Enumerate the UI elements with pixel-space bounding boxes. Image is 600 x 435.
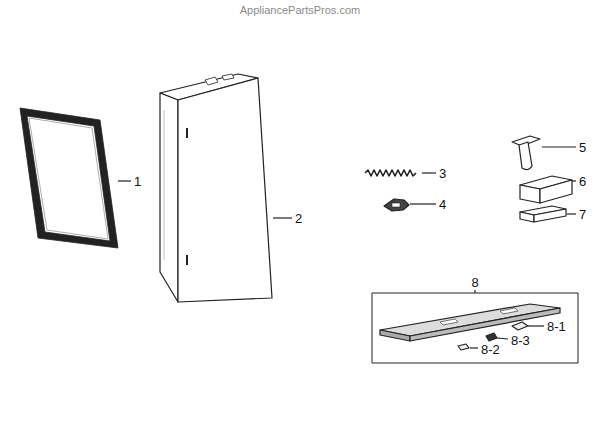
door-panel xyxy=(160,74,272,302)
leader-line xyxy=(542,146,576,147)
spring xyxy=(365,170,416,176)
bracket-part xyxy=(512,322,528,330)
clip xyxy=(384,199,409,211)
leader-line xyxy=(528,325,544,326)
callout-number: 8-1 xyxy=(547,319,566,334)
callout-number: 6 xyxy=(579,174,586,189)
leader-line xyxy=(273,217,292,218)
door-gasket xyxy=(20,108,118,248)
callout-number: 1 xyxy=(134,174,141,189)
leader-line xyxy=(572,180,576,181)
leader-line xyxy=(474,290,475,293)
callout-number: 3 xyxy=(439,166,446,181)
washer-part xyxy=(458,344,469,350)
leader-line xyxy=(497,338,508,339)
callout-number: 4 xyxy=(439,197,446,212)
leader-line xyxy=(470,347,478,348)
leader-line xyxy=(567,213,576,214)
kit-frame xyxy=(372,293,578,363)
callout-number: 2 xyxy=(295,211,302,226)
hinge-pin xyxy=(512,136,540,170)
callout-number: 7 xyxy=(579,207,586,222)
leader-line xyxy=(410,203,436,204)
callout-number: 5 xyxy=(579,140,586,155)
leader-line xyxy=(118,180,131,181)
callout-number: 8-3 xyxy=(511,333,530,348)
watermark: AppliancePartsPros.com xyxy=(240,4,360,17)
pad xyxy=(520,206,566,222)
cover-plate xyxy=(380,304,560,341)
screw-part xyxy=(486,333,497,341)
leader-line xyxy=(422,172,436,173)
callout-number: 8-2 xyxy=(481,342,500,357)
callout-number: 8 xyxy=(471,275,478,290)
foam-block xyxy=(520,176,572,203)
